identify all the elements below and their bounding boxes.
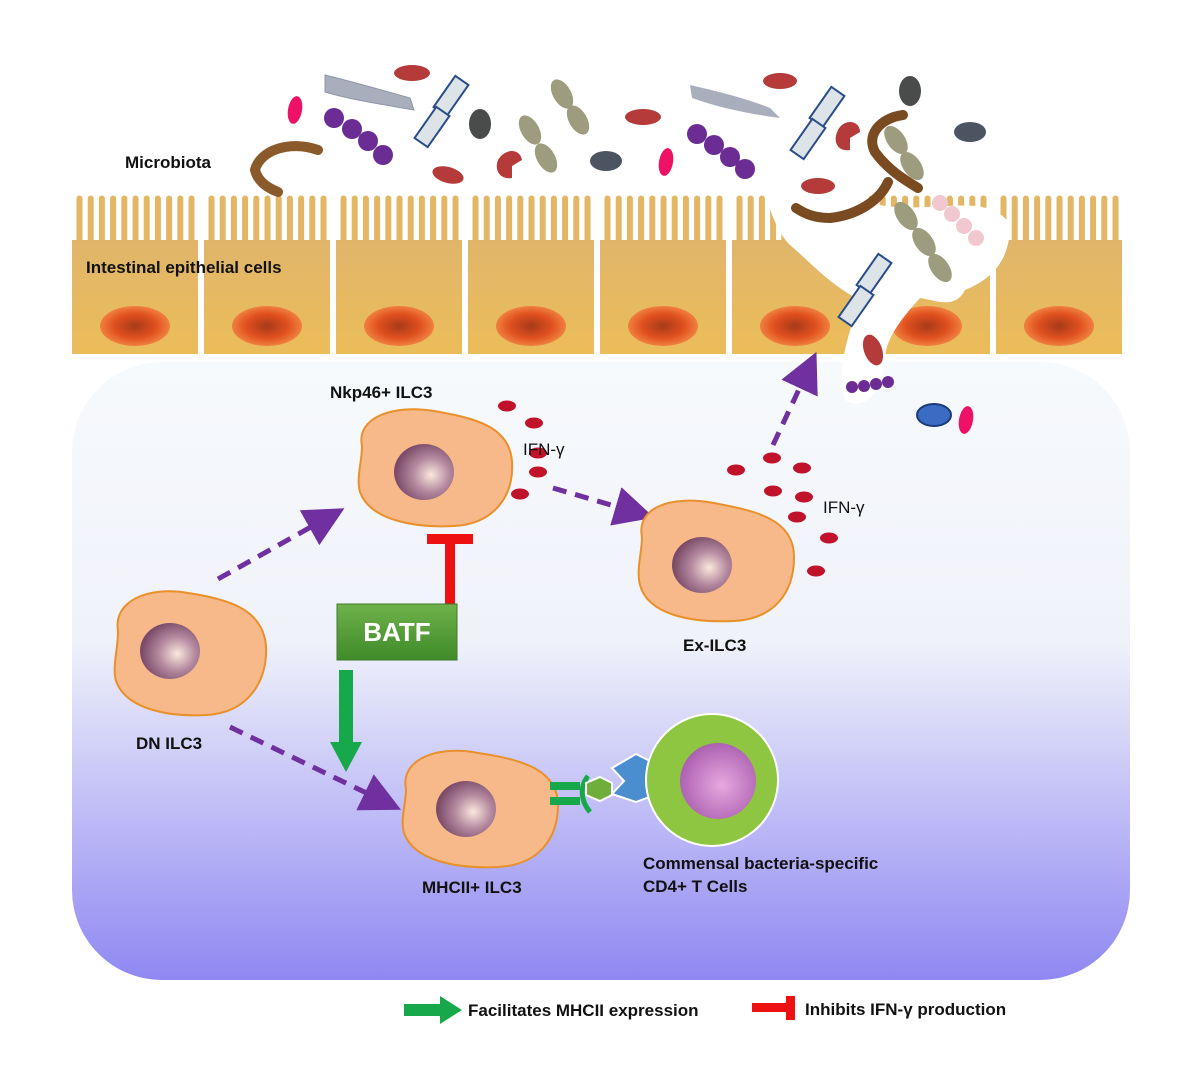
bacterium-chain <box>837 252 893 328</box>
epithelial-cell <box>600 194 726 354</box>
epithelial-cell <box>204 194 330 354</box>
bacterium-blue <box>916 403 952 427</box>
differentiation-arrows <box>216 351 818 811</box>
cell-dn-ilc3 <box>113 590 268 717</box>
nucleus <box>394 444 454 500</box>
epithelial-nucleus <box>760 306 830 346</box>
epithelial-cell <box>72 194 198 354</box>
epithelial-breach <box>760 165 1010 404</box>
epithelial-cell <box>996 194 1122 354</box>
label-epithelium: Intestinal epithelial cells <box>86 258 282 277</box>
bacterium-rod <box>324 74 415 111</box>
bacterium-cocci-chain <box>324 108 393 165</box>
batf-box: BATF <box>336 603 458 661</box>
epithelial-nucleus <box>100 306 170 346</box>
legend: Facilitates MHCII expression Inhibits IF… <box>404 996 1006 1024</box>
legend-inhibits-label: Inhibits IFN-γ production <box>805 1000 1006 1019</box>
nucleus <box>680 743 756 819</box>
cd4-t-cell <box>645 713 779 847</box>
legend-facilitates-label: Facilitates MHCII expression <box>468 1001 699 1020</box>
epithelial-cell <box>468 194 594 354</box>
epithelial-nucleus <box>628 306 698 346</box>
label-ex-ilc3: Ex-ILC3 <box>683 636 746 655</box>
label-mhcii-ilc3: MHCII+ ILC3 <box>422 878 522 897</box>
bacterium-curved <box>249 110 923 224</box>
microbiota-group <box>249 65 986 434</box>
label-tcell-line1: Commensal bacteria-specific <box>643 854 878 873</box>
nucleus <box>436 781 496 837</box>
bacterium-rod <box>690 85 780 118</box>
bacterium-dark <box>469 76 986 171</box>
label-dn-ilc3: DN ILC3 <box>136 734 202 753</box>
bacterium-chain <box>413 74 470 149</box>
label-tcell-line2: CD4+ T Cells <box>643 877 747 896</box>
arrow-dn-to-mhcii <box>228 724 402 811</box>
bacterium-cocci-chain <box>687 124 755 179</box>
cell-mhcii-ilc3 <box>401 749 560 869</box>
epithelial-nucleus <box>232 306 302 346</box>
legend-facilitate-icon <box>404 996 462 1024</box>
legend-inhibit-icon <box>752 996 795 1020</box>
bacterium-chain <box>789 85 846 161</box>
facilitate-mhcii-arrow <box>330 670 362 772</box>
bacterium-diplococcus <box>518 79 952 283</box>
bacterium-cocci-chain <box>932 195 984 246</box>
arrow-dn-to-nkp46 <box>216 508 345 582</box>
label-ifng-1: IFN-γ <box>523 440 565 459</box>
epithelial-nucleus <box>364 306 434 346</box>
epithelial-nucleus <box>496 306 566 346</box>
arrow-exilc3-to-lumen <box>770 351 818 447</box>
epithelial-nucleus <box>1024 306 1094 346</box>
arrow-nkp46-to-exilc3 <box>552 485 655 526</box>
inhibit-ifng-bar <box>427 534 473 604</box>
nucleus <box>140 623 200 679</box>
epithelial-cell <box>336 194 462 354</box>
label-microbiota: Microbiota <box>125 153 211 172</box>
epithelial-nucleus <box>892 306 962 346</box>
label-nkp46-ilc3: Nkp46+ ILC3 <box>330 383 433 402</box>
nucleus <box>672 537 732 593</box>
label-ifng-2: IFN-γ <box>823 498 865 517</box>
bacterium-cocci-chain <box>846 376 894 393</box>
bacterium-red <box>394 65 884 366</box>
mhcii-tcr-interaction <box>550 752 653 814</box>
cell-ex-ilc3 <box>637 499 796 623</box>
bacterium-pink <box>287 96 974 434</box>
batf-label: BATF <box>363 617 430 647</box>
ifng-dots <box>498 400 838 577</box>
cell-nkp46-ilc3 <box>357 408 514 528</box>
